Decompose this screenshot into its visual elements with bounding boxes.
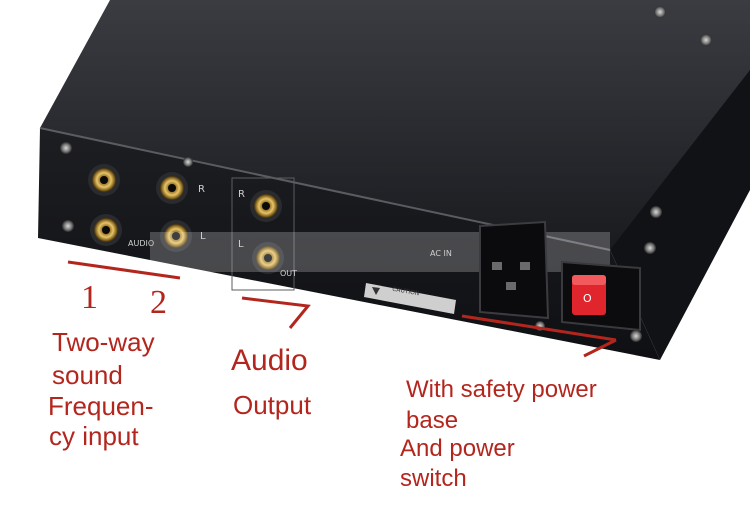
left-channel-mark: L — [238, 239, 244, 250]
screw-icon — [700, 34, 712, 46]
input-caption-line-2: sound — [52, 360, 123, 390]
power-caption-line-1: With safety power — [406, 376, 597, 403]
screw-icon — [630, 330, 642, 342]
right-channel-mark: R — [238, 189, 245, 200]
power-pointer-line — [461, 314, 617, 342]
input-caption-line-3: Frequen- — [48, 391, 154, 421]
power-switch-mark: O — [583, 292, 592, 305]
power-caption-line-3: And power — [400, 435, 515, 462]
caution-sticker — [364, 283, 456, 314]
power-caption-line-2: base — [406, 407, 459, 434]
power-switch — [561, 260, 641, 332]
out-panel-label: OUT — [280, 269, 298, 278]
screw-icon — [644, 242, 656, 254]
right-channel-mark: R — [198, 184, 205, 195]
left-channel-mark: L — [200, 231, 206, 242]
screw-icon — [650, 206, 662, 218]
power-caption-line-4: switch — [400, 465, 467, 492]
input-caption-line-1: Two-way — [52, 327, 155, 357]
audio-caption-line-1: Audio — [231, 344, 308, 377]
ac-power-inlet — [479, 220, 550, 320]
input-caption-line-4: cy input — [49, 421, 139, 451]
screw-icon — [62, 220, 74, 232]
chassis-top — [40, 0, 750, 250]
output-pointer-line — [241, 296, 311, 329]
input-pointer-line — [67, 260, 181, 280]
chassis-side — [610, 70, 750, 360]
input-1-number: 1 — [81, 279, 98, 316]
screw-icon — [183, 157, 193, 167]
ac-in-panel-label: AC IN — [430, 249, 452, 258]
audio-caption-line-2: Output — [233, 390, 312, 420]
screw-icon — [60, 142, 72, 154]
screw-icon — [654, 6, 666, 18]
power-pointer-line — [583, 338, 617, 358]
input-2-number: 2 — [150, 284, 167, 321]
rca-output-jacks — [231, 177, 295, 291]
audio-panel-label: AUDIO — [128, 239, 155, 248]
rca-input-jacks — [88, 164, 192, 252]
